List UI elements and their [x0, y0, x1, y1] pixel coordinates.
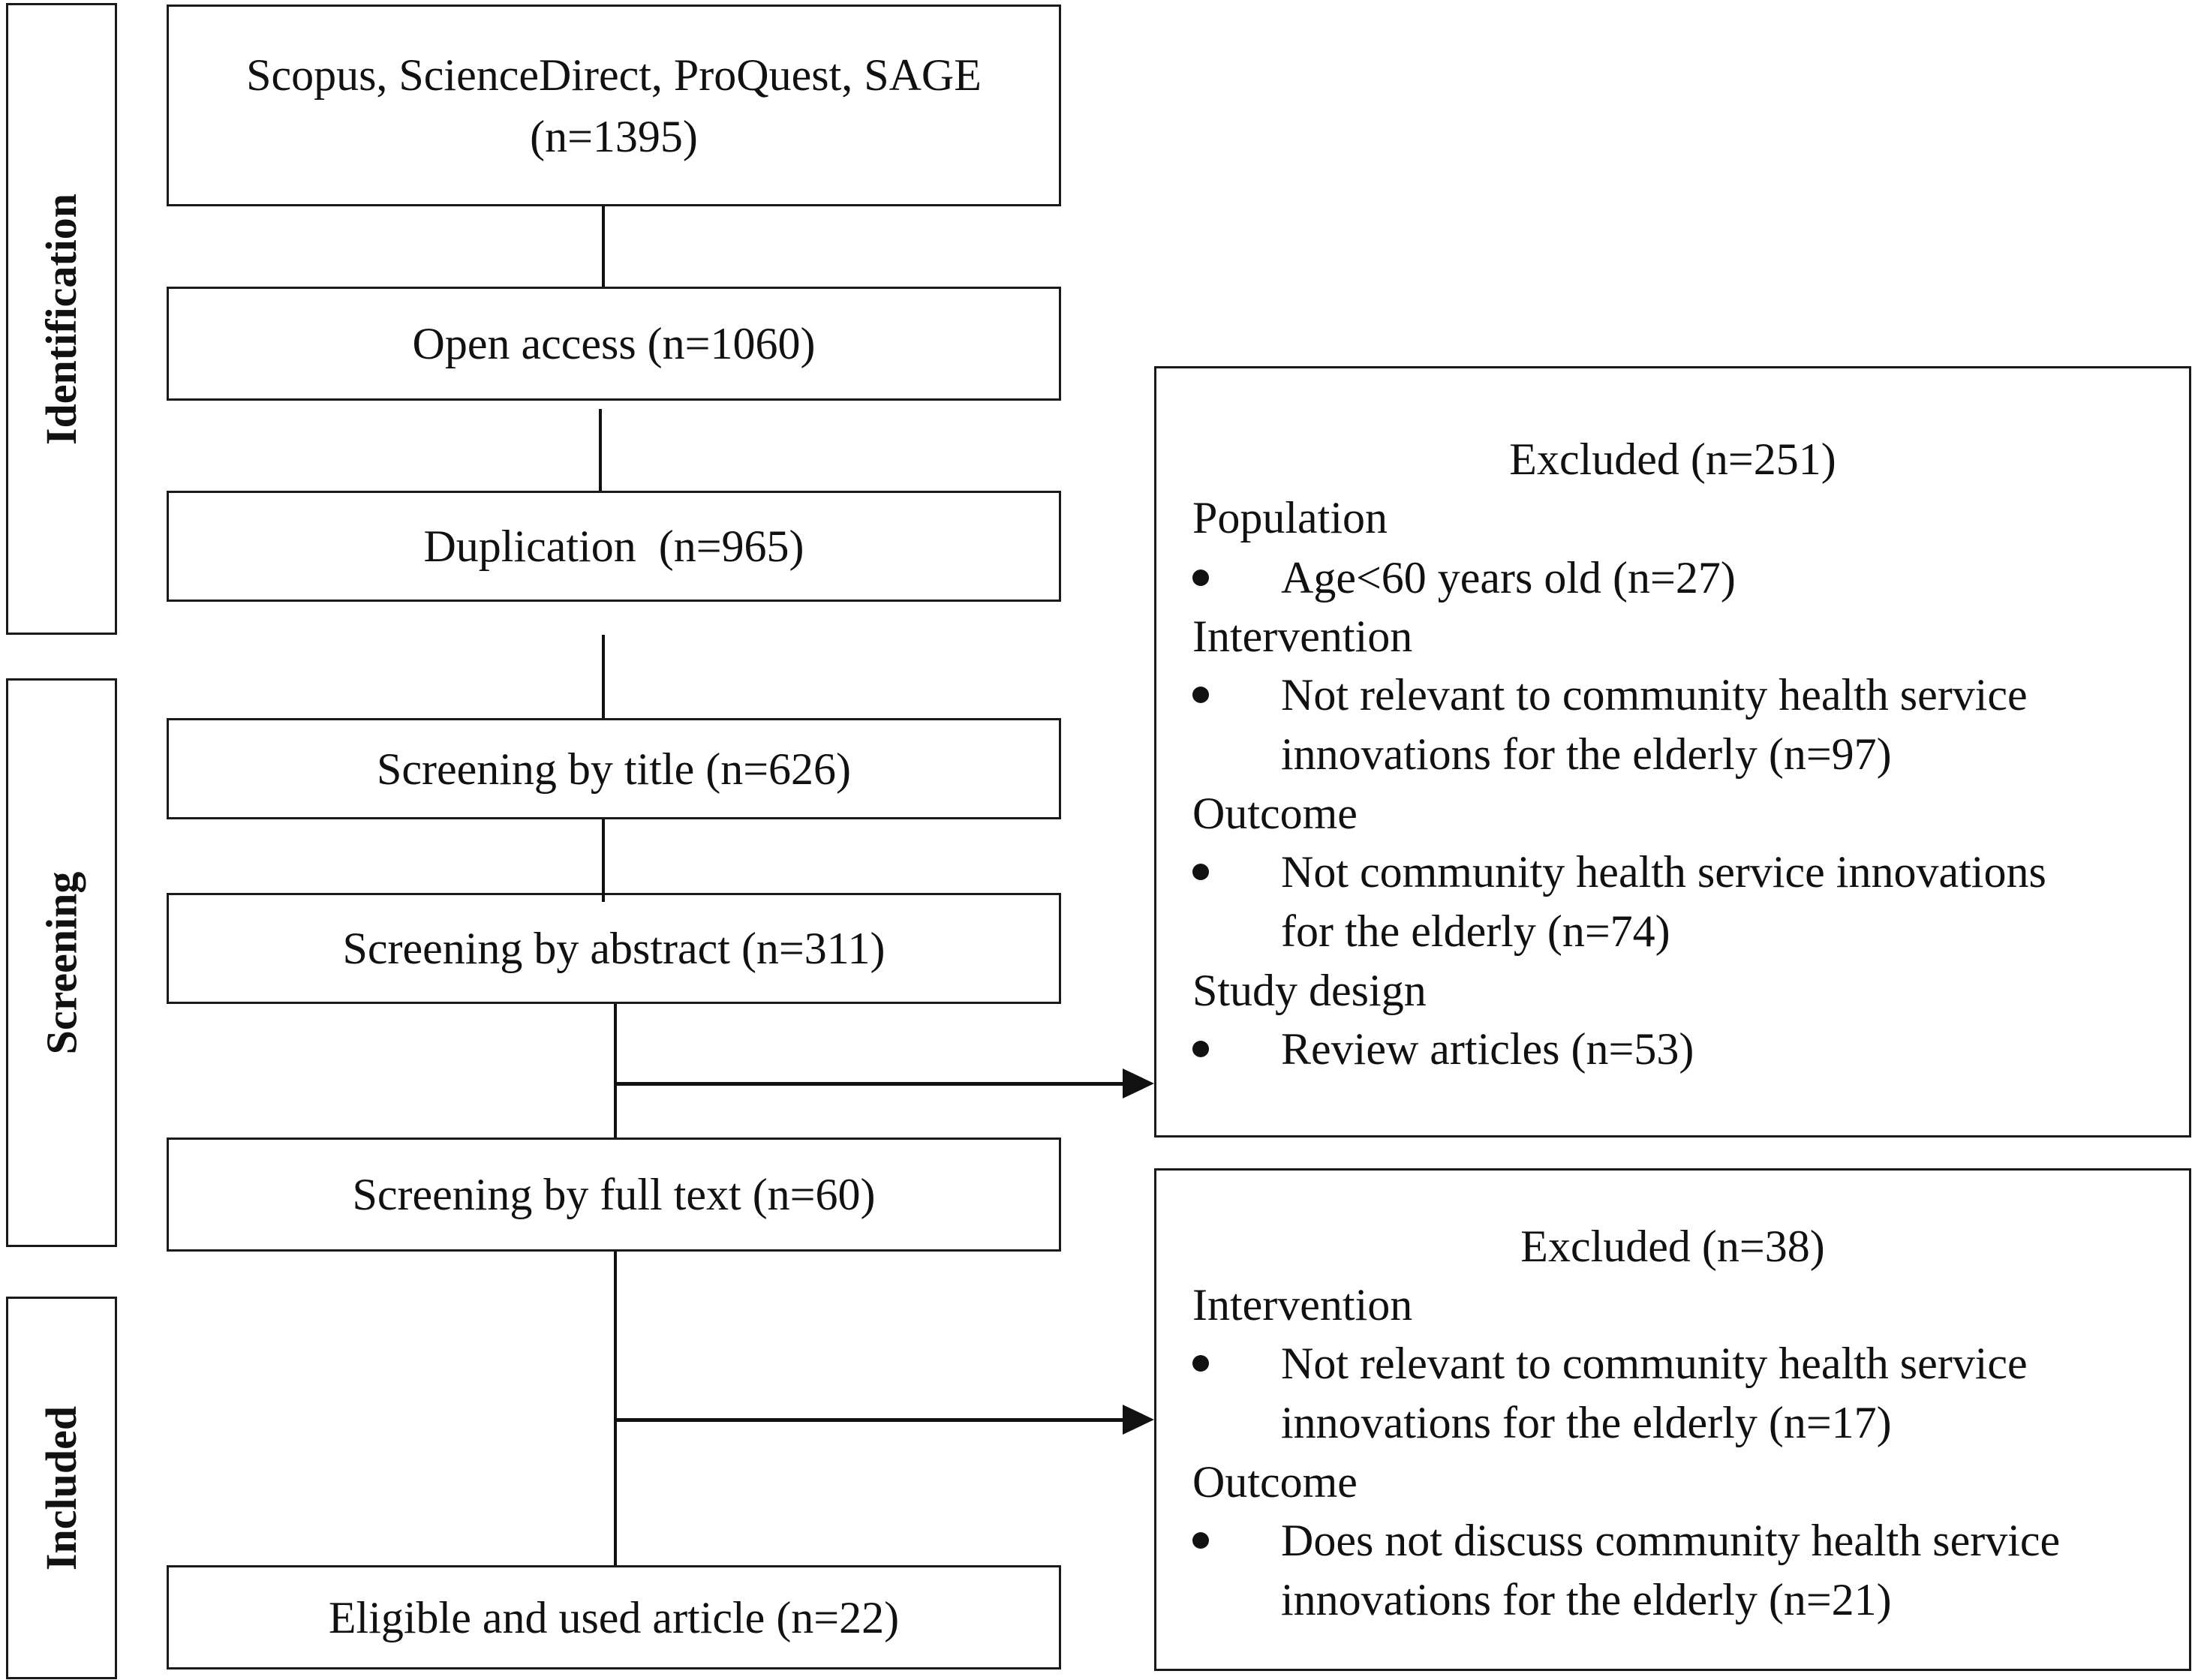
exclusion-2-intervention-heading: Intervention [1192, 1280, 1413, 1330]
connector-duplication-title [602, 635, 605, 718]
connector-databases-open-access [602, 206, 605, 287]
bullet-icon [1192, 1041, 1209, 1057]
exclusion-2-title: Excluded (n=38) [1520, 1222, 1825, 1271]
stage-screening-label: Screening [37, 871, 86, 1054]
exclusion-1-intervention-item-text: Not relevant to community health service… [1281, 670, 2028, 779]
bullet-icon [1192, 687, 1209, 703]
exclusion-1-arrowhead [1123, 1068, 1154, 1098]
exclusion-1-population-heading: Population [1192, 493, 1388, 542]
exclusion-1-intervention-heading: Intervention [1192, 612, 1413, 661]
exclusion-2-outcome-item-text: Does not discuss community health servic… [1281, 1516, 2061, 1624]
abstract-screening-text: Screening by abstract (n=311) [342, 924, 886, 973]
stage-screening: Screening [6, 678, 117, 1247]
exclusion-1-connector [615, 1082, 1141, 1086]
databases-box: Scopus, ScienceDirect, ProQuest, SAGE (n… [167, 5, 1061, 206]
exclusion-2-arrowhead [1123, 1405, 1154, 1435]
databases-text: Scopus, ScienceDirect, ProQuest, SAGE (n… [246, 50, 982, 161]
exclusion-1-title: Excluded (n=251) [1509, 434, 1836, 484]
stage-included-label: Included [37, 1405, 86, 1570]
exclusion-1-study-design-item-text: Review articles (n=53) [1281, 1024, 1694, 1074]
eligible-box: Eligible and used article (n=22) [167, 1565, 1061, 1669]
duplication-text: Duplication (n=965) [423, 521, 804, 571]
fulltext-screening-box: Screening by full text (n=60) [167, 1138, 1061, 1252]
exclusion-1-outcome-heading: Outcome [1192, 789, 1358, 838]
open-access-box: Open access (n=1060) [167, 287, 1061, 401]
exclusion-1-population-item-text: Age<60 years old (n=27) [1281, 553, 1736, 603]
bullet-icon [1192, 1532, 1209, 1549]
bullet-icon [1192, 864, 1209, 880]
title-screening-text: Screening by title (n=626) [376, 744, 852, 794]
connector-title-abstract [602, 819, 605, 902]
exclusion-1-study-design-heading: Study design [1192, 966, 1427, 1015]
stage-identification-label: Identification [37, 193, 86, 445]
open-access-text: Open access (n=1060) [412, 319, 816, 368]
connector-open-access-duplication [599, 409, 602, 491]
abstract-screening-box: Screening by abstract (n=311) [167, 893, 1061, 1004]
exclusion-2-intervention-item-text: Not relevant to community health service… [1281, 1339, 2028, 1447]
stage-identification: Identification [6, 3, 117, 635]
connector-fulltext-eligible [614, 1252, 617, 1565]
stage-included: Included [6, 1297, 117, 1679]
bullet-icon [1192, 570, 1209, 586]
exclusion-2-connector [615, 1418, 1141, 1422]
exclusion-2-outcome-heading: Outcome [1192, 1457, 1358, 1507]
exclusion-1-outcome-item-text: Not community health service innovations… [1281, 847, 2046, 956]
exclusion-box-1: Excluded (n=251) Population Age<60 years… [1154, 366, 2191, 1138]
connector-abstract-fulltext [614, 1004, 617, 1138]
duplication-box: Duplication (n=965) [167, 491, 1061, 602]
title-screening-box: Screening by title (n=626) [167, 718, 1061, 819]
eligible-text: Eligible and used article (n=22) [328, 1592, 900, 1642]
exclusion-box-2: Excluded (n=38) Intervention Not relevan… [1154, 1168, 2191, 1671]
fulltext-screening-text: Screening by full text (n=60) [352, 1170, 876, 1219]
bullet-icon [1192, 1355, 1209, 1372]
